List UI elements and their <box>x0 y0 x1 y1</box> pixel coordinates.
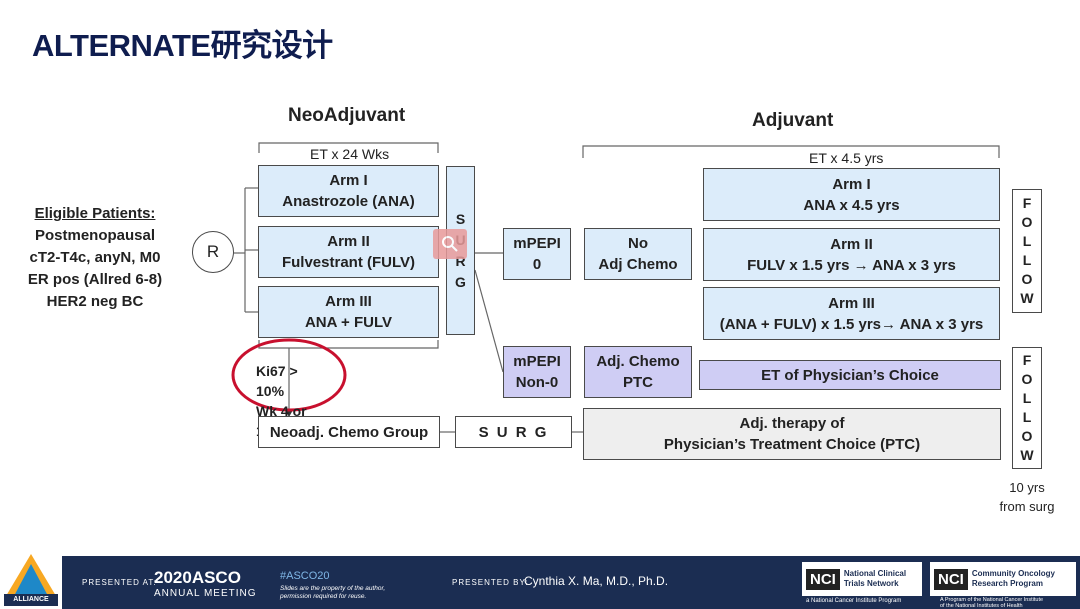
adj-chemo-line: PTC <box>623 374 653 391</box>
neo-arm-1: Arm I Anastrozole (ANA) <box>258 165 439 217</box>
nci-mark: NCI <box>934 568 968 590</box>
adjuvant-arm-1: Arm I ANA x 4.5 yrs <box>703 168 1000 221</box>
nci-line: National Clinical <box>843 569 907 578</box>
surg-letter: G <box>455 273 466 290</box>
arm-drug: Anastrozole (ANA) <box>282 193 415 210</box>
eligible-line: Postmenopausal <box>34 227 156 244</box>
arm-drug: ANA + FULV <box>304 314 393 331</box>
nci-sub: A Program of the National Cancer Institu… <box>940 597 1043 609</box>
nci-sub: a National Cancer Institute Program <box>806 598 902 604</box>
arm-name: Arm II <box>327 233 370 250</box>
arm-name: Arm II <box>830 235 873 253</box>
neoadjuvant-duration: ET x 24 Wks <box>310 146 390 162</box>
mpepi-value: Non-0 <box>515 374 559 391</box>
nci-text: National Clinical Trials Network <box>844 569 906 589</box>
presented-by-label: PRESENTED BY: <box>452 578 529 587</box>
adj-therapy-ptc-box: Adj. therapy of Physician’s Treatment Ch… <box>583 408 1001 460</box>
nci-line: Community Oncology <box>971 569 1055 578</box>
adjuvant-arm-2: Arm II FULV x 1.5 yrs → ANA x 3 yrs <box>703 228 1000 281</box>
follow-letter: O <box>1021 214 1033 230</box>
arm-name: Arm III <box>828 294 875 312</box>
page-title: ALTERNATE研究设计 <box>32 28 333 63</box>
zoom-icon[interactable] <box>433 229 467 259</box>
arm-drug: ANA x 4.5 yrs <box>803 196 900 214</box>
nci-sub-line: of the National Institutes of Health <box>940 603 1023 609</box>
alliance-label: ALLIANCE <box>4 594 58 606</box>
disclaimer-line: Slides are the property of the author, <box>280 585 386 592</box>
mpepi-nonzero-box: mPEPI Non-0 <box>503 346 571 398</box>
follow-note: 10 yrs from surg <box>992 478 1062 516</box>
surgery-box: S U R G <box>455 416 572 448</box>
arm-drug: FULV x 1.5 yrs → ANA x 3 yrs <box>747 256 956 274</box>
follow-letter: L <box>1022 252 1032 268</box>
mpepi-label: mPEPI <box>513 235 561 252</box>
follow-letter: F <box>1022 195 1032 211</box>
eligible-line: HER2 neg BC <box>46 293 144 310</box>
follow-letter: W <box>1020 447 1034 463</box>
follow-letter: O <box>1021 371 1033 387</box>
adj-chemo-ptc-box: Adj. Chemo PTC <box>584 346 692 398</box>
follow-letter: F <box>1022 352 1032 368</box>
no-chemo-line: Adj Chemo <box>598 256 678 273</box>
adjuvant-arm-3: Arm III (ANA + FULV) x 1.5 yrs→ ANA x 3 … <box>703 287 1000 340</box>
nci-mark: NCI <box>806 568 840 590</box>
arm-drug: (ANA + FULV) x 1.5 yrs→ ANA x 3 yrs <box>719 315 984 333</box>
mpepi-value: 0 <box>532 256 542 273</box>
nci-clinical-trials-logo: NCI National Clinical Trials Network <box>802 562 922 596</box>
footer-bar: ALLIANCE PRESENTED AT: 2020ASCO ANNUAL M… <box>0 550 1080 609</box>
nci-line: Trials Network <box>843 579 899 588</box>
hashtag: #ASCO20 <box>280 570 330 582</box>
neo-arm-2: Arm II Fulvestrant (FULV) <box>258 226 439 278</box>
eligible-line: ER pos (Allred 6-8) <box>27 271 163 288</box>
nci-line: Research Program <box>971 579 1043 588</box>
presenter-name: Cynthia X. Ma, M.D., Ph.D. <box>524 574 669 588</box>
presented-at-label: PRESENTED AT: <box>82 578 157 587</box>
arm-name: Arm I <box>329 172 368 189</box>
follow-letter: O <box>1021 428 1033 444</box>
follow-letter: L <box>1022 409 1032 425</box>
arm-drug: Fulvestrant (FULV) <box>281 254 416 271</box>
adjuvant-duration: ET x 4.5 yrs <box>809 150 884 166</box>
ptc-line: Adj. therapy of <box>739 415 845 432</box>
follow-box-bottom: F O L L O W <box>1012 347 1042 469</box>
nci-text: Community Oncology Research Program <box>972 569 1055 589</box>
follow-letter: O <box>1021 271 1033 287</box>
asco-meeting: ANNUAL MEETING <box>154 588 257 599</box>
diagram-lines <box>231 142 1000 433</box>
adj-chemo-line: Adj. Chemo <box>596 353 680 370</box>
neoadjuvant-header: NeoAdjuvant <box>288 105 406 126</box>
follow-letter: L <box>1022 233 1032 249</box>
surg-letter: S <box>455 210 466 227</box>
adjuvant-header: Adjuvant <box>752 110 834 131</box>
nci-community-oncology-logo: NCI Community Oncology Research Program <box>930 562 1076 596</box>
no-chemo-line: No <box>628 235 648 252</box>
no-adj-chemo-box: No Adj Chemo <box>584 228 692 280</box>
eligible-patients: Eligible Patients: Postmenopausal cT2-T4… <box>10 203 180 313</box>
nci-sub-line: A Program of the National Cancer Institu… <box>940 597 1044 603</box>
follow-note-line: 10 yrs <box>1009 480 1045 495</box>
eligible-heading: Eligible Patients: <box>34 205 156 222</box>
neo-arm-3: Arm III ANA + FULV <box>258 286 439 338</box>
eligible-line: cT2-T4c, anyN, M0 <box>29 249 161 266</box>
et-physician-choice-box: ET of Physician’s Choice <box>699 360 1001 390</box>
mpepi-zero-box: mPEPI 0 <box>503 228 571 280</box>
follow-box-top: F O L L O W <box>1012 189 1042 313</box>
mpepi-label: mPEPI <box>513 353 561 370</box>
ptc-line: Physician’s Treatment Choice (PTC) <box>663 436 921 453</box>
disclaimer-line: permission required for reuse. <box>280 593 367 600</box>
follow-note-line: from surg <box>999 499 1055 514</box>
neoadj-chemo-group: Neoadj. Chemo Group <box>258 416 440 448</box>
alliance-logo: ALLIANCE <box>0 550 62 609</box>
follow-letter: W <box>1020 290 1034 306</box>
ki67-line: Ki67 > 10% <box>256 363 298 399</box>
randomization-circle: R <box>192 231 234 273</box>
arm-name: Arm III <box>325 293 372 310</box>
follow-letter: L <box>1022 390 1032 406</box>
asco-year: 2020ASCO <box>154 568 241 587</box>
surg-letter: R <box>455 252 466 269</box>
arm-name: Arm I <box>832 175 871 193</box>
